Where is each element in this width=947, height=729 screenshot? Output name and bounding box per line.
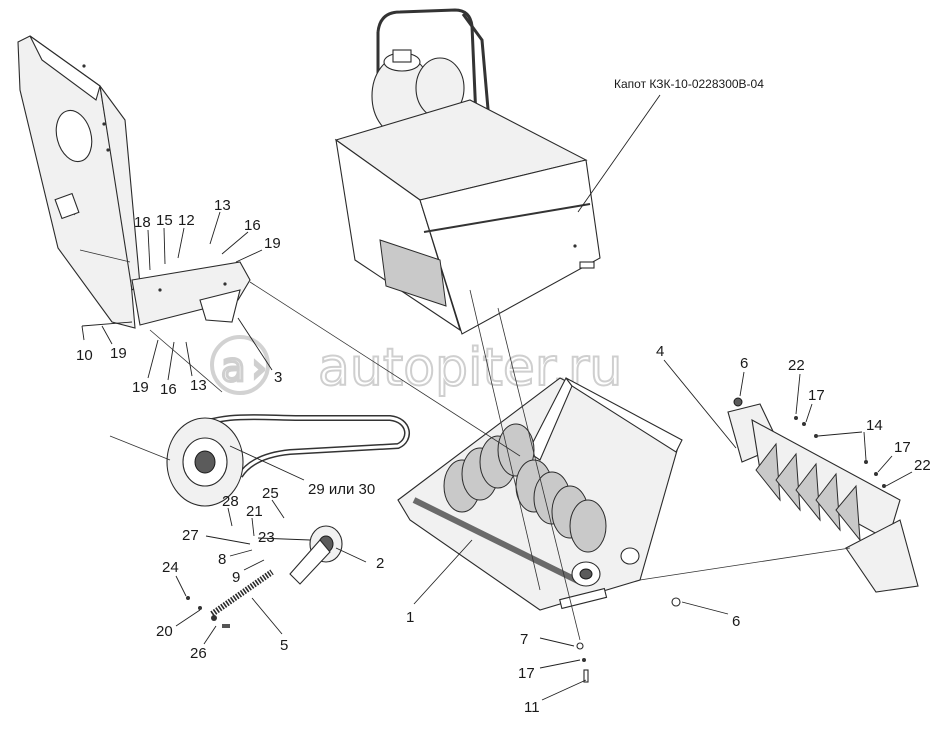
callout-3: 3 xyxy=(274,369,282,386)
callout-16: 16 xyxy=(244,217,261,234)
callout-9: 9 xyxy=(232,569,240,586)
callout-6: 6 xyxy=(732,613,740,630)
rotor-blades xyxy=(443,423,607,553)
callout-18: 18 xyxy=(134,214,151,231)
callout-10: 10 xyxy=(76,347,93,364)
engine-hood-assembly xyxy=(334,8,601,335)
callout-28: 28 xyxy=(222,493,239,510)
callout-1: 1 xyxy=(406,609,414,626)
tension-spring xyxy=(186,569,274,628)
callout-14: 14 xyxy=(866,417,883,434)
drive-belt xyxy=(188,414,410,478)
svg-text:›: › xyxy=(252,348,266,389)
pulley-guard xyxy=(109,417,244,507)
callout-22: 22 xyxy=(914,457,931,474)
callout-7: 7 xyxy=(520,631,528,648)
hood-part-caption: Капот КЗК-10-0228300В-04 xyxy=(614,77,764,91)
callout-19: 19 xyxy=(132,379,149,396)
callout-8: 8 xyxy=(218,551,226,568)
callout-22: 22 xyxy=(788,357,805,374)
fasteners xyxy=(576,597,681,683)
callout-17: 17 xyxy=(808,387,825,404)
callout-17: 17 xyxy=(518,665,535,682)
callout-25: 25 xyxy=(262,485,279,502)
callout-17: 17 xyxy=(894,439,911,456)
callout-labels: 18 15 12 13 16 19 10 19 19 16 13 3 4 6 2… xyxy=(76,197,931,716)
callout-5: 5 xyxy=(280,637,288,654)
callout-26: 26 xyxy=(190,645,207,662)
callout-4: 4 xyxy=(656,343,664,360)
assembly-lines xyxy=(149,281,851,641)
svg-text:a: a xyxy=(221,345,246,391)
callout-23: 23 xyxy=(258,529,275,546)
callout-15: 15 xyxy=(156,212,173,229)
callout-2: 2 xyxy=(376,555,384,572)
callout-13: 13 xyxy=(190,377,207,394)
callout-21: 21 xyxy=(246,503,263,520)
callout-29-or-30: 29 или 30 xyxy=(308,481,375,498)
callout-27: 27 xyxy=(182,527,199,544)
leader-lines xyxy=(81,211,913,701)
callout-24: 24 xyxy=(162,559,179,576)
side-panel-assembly xyxy=(17,35,251,329)
callout-11: 11 xyxy=(524,699,540,716)
callout-6: 6 xyxy=(740,355,748,372)
callout-19: 19 xyxy=(110,345,127,362)
belt-tensioner xyxy=(289,525,343,585)
callout-12: 12 xyxy=(178,212,195,229)
callout-19: 19 xyxy=(264,235,281,252)
callout-16: 16 xyxy=(160,381,177,398)
callout-20: 20 xyxy=(156,623,173,640)
callout-13: 13 xyxy=(214,197,231,214)
watermark-logo: a › xyxy=(210,335,270,395)
blade-panel-assembly xyxy=(727,397,919,593)
